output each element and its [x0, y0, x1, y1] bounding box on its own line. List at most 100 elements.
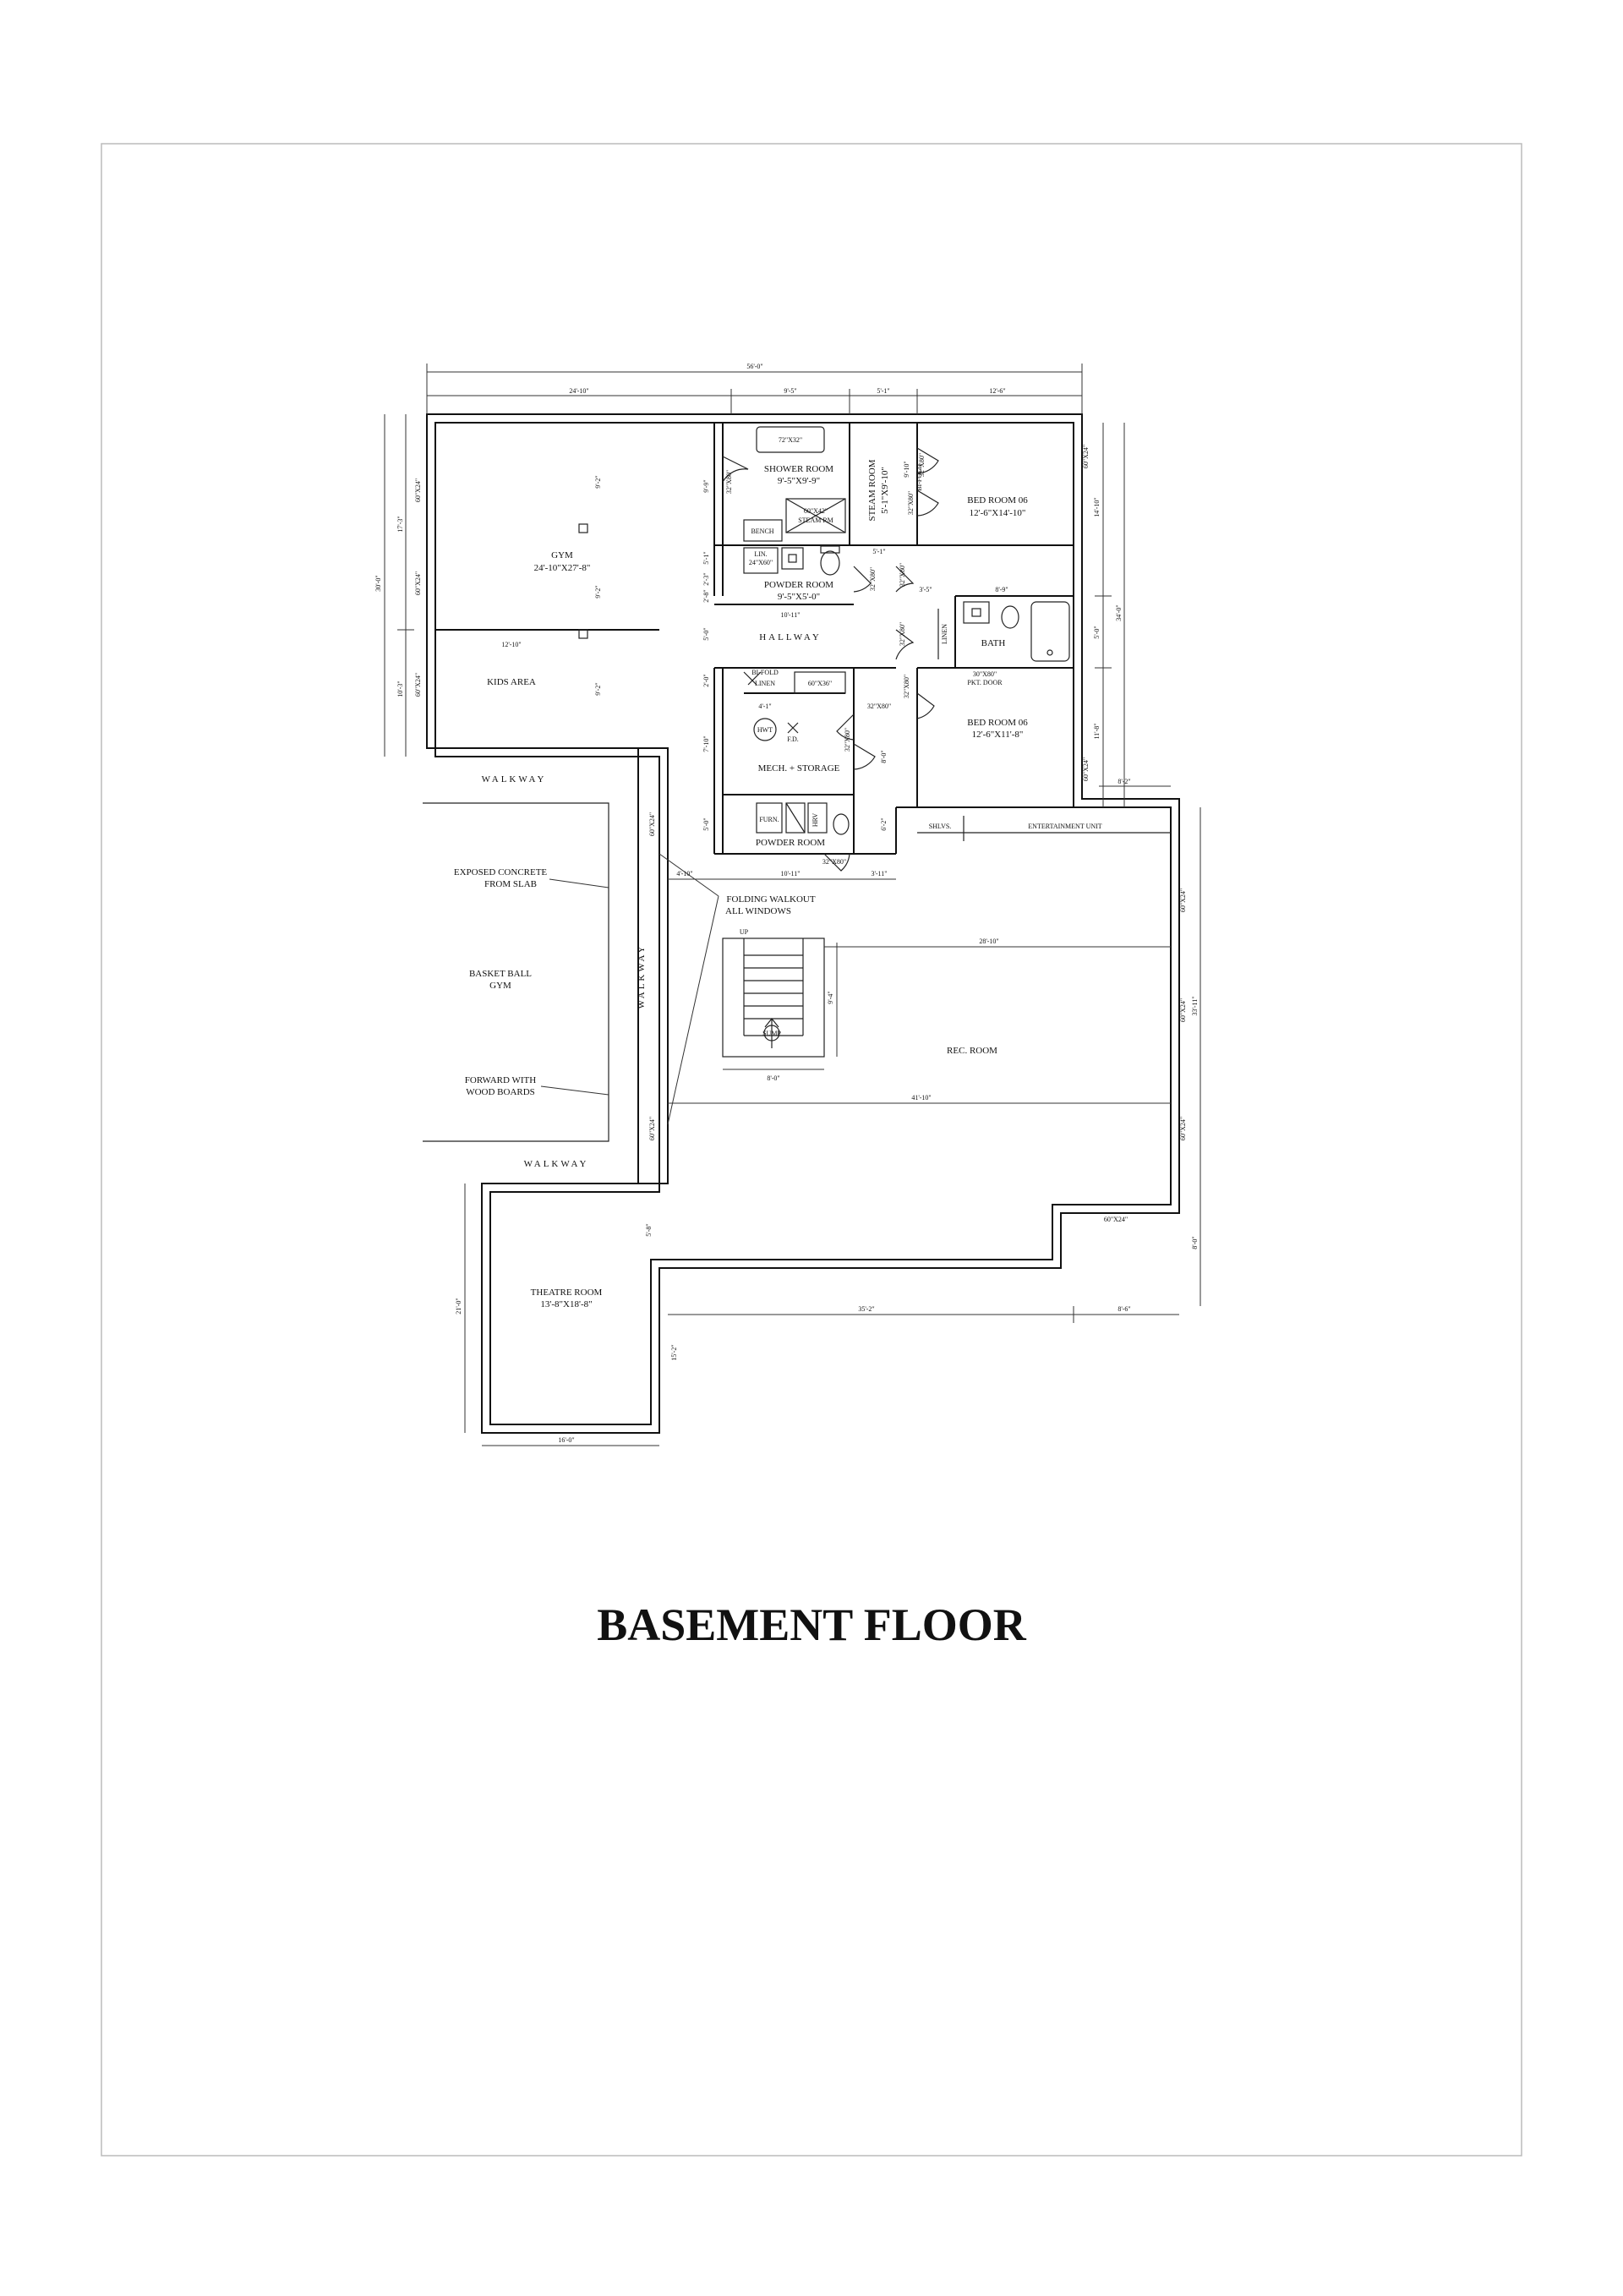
- kids-area-name: KIDS AREA: [487, 677, 536, 687]
- exposed-note-line2: FROM SLAB: [484, 879, 537, 889]
- furn-label: FURN.: [759, 816, 779, 823]
- shower-tub-label: 72"X32": [779, 436, 802, 444]
- theatre-room-name: THEATRE ROOM: [531, 1287, 603, 1298]
- bed-room-top-size: 12'-6"X14'-10": [970, 508, 1026, 518]
- dim-stair-h: 8'-0": [880, 750, 888, 763]
- window-label: 60"X24": [1179, 888, 1187, 912]
- stairs: [722, 938, 825, 1058]
- dim-theatre-side: 5'-8": [645, 1223, 653, 1236]
- steam-room-size: 5'-1"X9'-10": [880, 467, 890, 514]
- bed-room-bottom-size: 12'-6"X11'-8": [972, 730, 1024, 740]
- dim-stair-run: 9'-4": [827, 991, 834, 1003]
- lin-label: LIN.: [754, 550, 767, 558]
- basketball-gym-line1: BASKET BALL: [469, 969, 532, 979]
- dim-theatre-h: 21'-0": [455, 1298, 462, 1314]
- dim-right-bed: 14'-10": [1093, 497, 1101, 517]
- powder-room-top-name: POWDER ROOM: [764, 580, 833, 590]
- pkt-door-label: PKT. DOOR: [967, 679, 1003, 686]
- gym-size: 24'-10"X27'-8": [534, 563, 591, 573]
- window-label: 60"X24": [648, 1117, 656, 1140]
- window-label: 60"X24": [1179, 1117, 1187, 1140]
- bed-room-top-name: BED ROOM 06: [967, 495, 1028, 506]
- window-label: 60"X24": [1179, 998, 1187, 1022]
- dim-mech-a: 4'-1": [758, 702, 771, 710]
- dim-top-bed: 12'-6": [989, 387, 1005, 395]
- dim-gym-c: 9'-2": [594, 682, 602, 695]
- steam-room-name: STEAM ROOM: [867, 459, 877, 521]
- folding-note-line2: ALL WINDOWS: [725, 906, 791, 916]
- forward-note-line2: WOOD BOARDS: [466, 1087, 535, 1097]
- forward-note-line1: FORWARD WITH: [465, 1075, 536, 1085]
- dim-powder-c: 2'-8": [702, 589, 710, 602]
- dim-right-overall: 34'-0": [1115, 604, 1123, 620]
- shower-room-size: 9'-5"X9'-9": [778, 476, 820, 486]
- hallway-name: HALLWAY: [759, 632, 822, 642]
- dim-top-steam: 5'-1": [877, 387, 889, 395]
- dim-overall-width: 56'-0": [746, 363, 762, 370]
- dim-rec-overall: 41'-10": [911, 1094, 931, 1102]
- linen-label: LINEN: [755, 680, 775, 687]
- fixtures: [578, 426, 1070, 835]
- dim-gym-b: 9'-2": [594, 585, 602, 598]
- dim-hall-d: 3'-11": [871, 870, 887, 877]
- exposed-note-line1: EXPOSED CONCRETE: [454, 867, 548, 877]
- dim-kids-width: 12'-10": [501, 641, 521, 648]
- fixture-labels: 72"X32" 60"X42" STEAM RM BENCH LIN. 24"X…: [740, 436, 1102, 1037]
- interior-walls: [435, 423, 1171, 855]
- dim-hall-width: 10'-11": [780, 611, 800, 619]
- cabinet-label: 60"X36": [808, 680, 832, 687]
- basketball-gym-line2: GYM: [489, 981, 511, 991]
- powder-room-top-size: 9'-5"X5'-0": [778, 592, 820, 602]
- dim-powder-b: 2'-3": [702, 572, 710, 585]
- entertainment-unit-label: ENTERTAINMENT UNIT: [1028, 823, 1101, 830]
- window-labels: 60"X24" 60"X24" 60"X24" 60"X24" 60"X24" …: [414, 445, 1187, 1223]
- door-label: 32"X80": [903, 675, 910, 698]
- dim-mid-c: 8'-9": [995, 586, 1008, 593]
- dim-mech-c: 5'-0": [702, 817, 710, 830]
- door-label: 32"X80": [899, 622, 906, 646]
- dim-stair-w: 8'-0": [767, 1074, 779, 1082]
- dim-hall-b: 4'-10": [676, 870, 692, 877]
- dimension-labels: 56'-0" 24'-10" 9'-5" 5'-1" 12'-6" 17'-3"…: [374, 363, 1199, 1444]
- window-label: 60"X24": [1104, 1216, 1128, 1223]
- dim-left-gym: 17'-3": [396, 516, 404, 532]
- bench-label: BENCH: [751, 528, 773, 535]
- bi-fold-door-label: BI-FOLD: [915, 464, 923, 491]
- dim-top-gym: 24'-10": [569, 387, 588, 395]
- exterior-walls: [426, 413, 1180, 1434]
- folding-note-line1: FOLDING WALKOUT: [726, 894, 815, 905]
- dim-left-kids: 10'-3": [396, 681, 404, 697]
- pkt-door-size-label: 30"X80": [973, 670, 997, 678]
- dim-entertain-w: 8'-2": [1118, 778, 1130, 785]
- dim-left-overall: 30'-0": [374, 575, 382, 591]
- window-label: 60"X24": [414, 571, 422, 595]
- shower-room-name: SHOWER ROOM: [764, 464, 833, 474]
- window-label: 60"X24": [1082, 757, 1090, 781]
- door-label: 32"X80": [844, 728, 851, 752]
- window-label: 60"X24": [648, 812, 656, 836]
- notes: EXPOSED CONCRETE FROM SLAB FORWARD WITH …: [454, 867, 816, 1097]
- hwt-label: HWT: [757, 726, 773, 734]
- window-label: 60"X24": [1082, 445, 1090, 468]
- dim-right-bath: 5'-0": [1093, 626, 1101, 638]
- dim-rec-width: 28'-10": [979, 938, 998, 945]
- door-label: 32"X80": [899, 563, 906, 587]
- theatre-room-size: 13'-8"X18'-8": [540, 1299, 592, 1309]
- door-label: 32"X80": [725, 470, 733, 494]
- dim-mid-b: 3'-5": [919, 586, 932, 593]
- window-label: 60"X24": [414, 478, 422, 502]
- dim-mid-a: 5'-1": [872, 548, 885, 555]
- dim-theatre-w: 16'-0": [558, 1436, 574, 1444]
- walkway-labels: WALKWAY WALKWAY WALKWAY: [482, 774, 647, 1169]
- fd-label: F.D.: [787, 735, 799, 743]
- mech-storage-name: MECH. + STORAGE: [758, 763, 840, 774]
- dim-hall-h: 5'-0": [702, 627, 710, 640]
- dim-gym-a: 9'-2": [594, 475, 602, 488]
- dim-right-low: 8'-0": [1191, 1236, 1199, 1249]
- sump-label: SUMP: [762, 1030, 781, 1037]
- door-label: 32"X80": [869, 567, 877, 591]
- steam-rm-label-2: STEAM RM: [798, 517, 833, 524]
- lin-size-label: 24"X60": [749, 559, 773, 566]
- powder-room-bottom-name: POWDER ROOM: [756, 838, 825, 848]
